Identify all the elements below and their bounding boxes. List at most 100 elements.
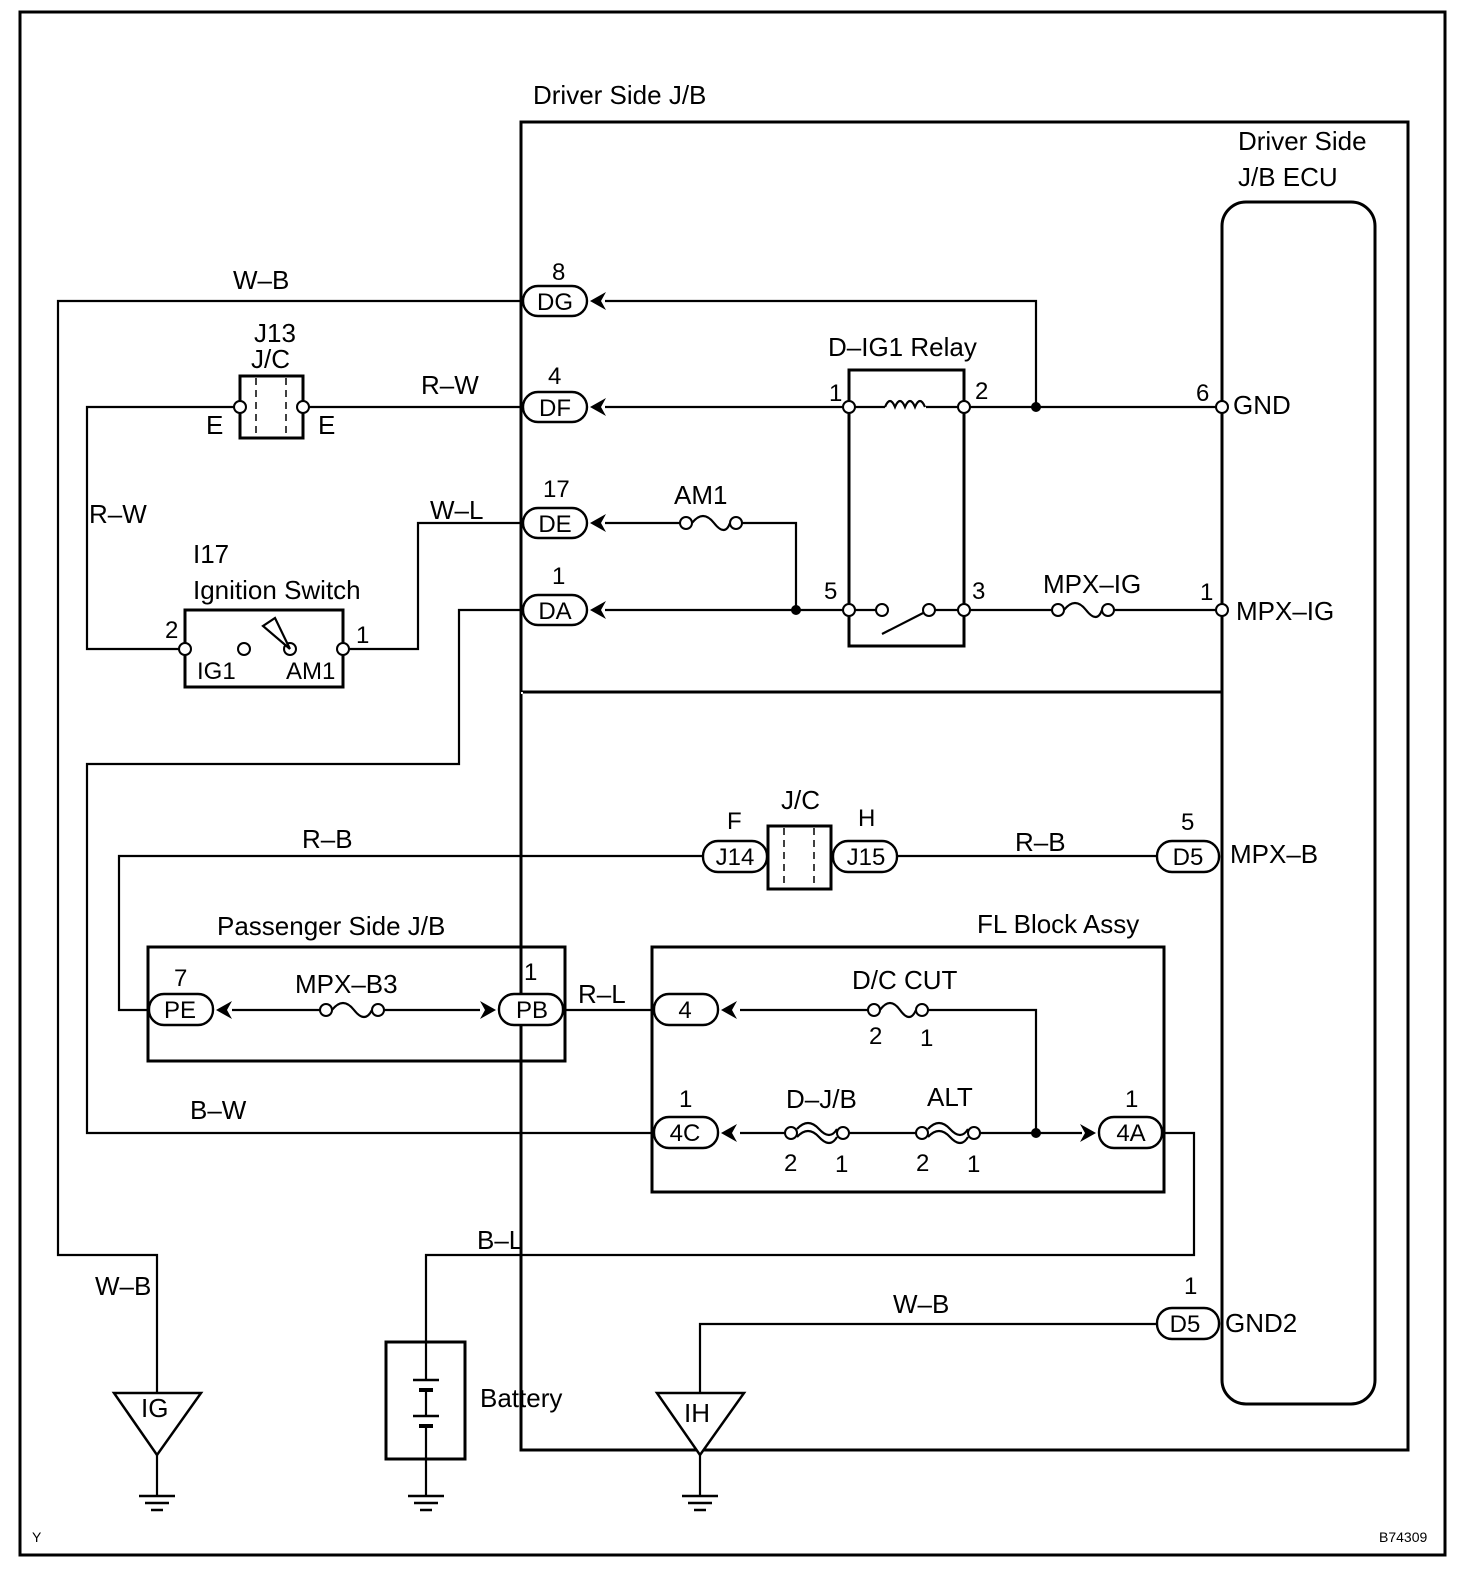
alt-fusible-link-icon <box>915 1121 981 1145</box>
connector-fl-4-label: 4 <box>678 997 691 1024</box>
jc-junction-label: J/C <box>781 785 820 815</box>
connector-j15 <box>831 839 899 874</box>
connector-pe-label: PE <box>164 997 196 1024</box>
dc-cut-fuse-icon <box>867 1001 929 1019</box>
ecu-gnd-pin: 6 <box>1196 380 1209 407</box>
connector-arrow-icon <box>590 292 606 310</box>
fuse-label-alt: ALT <box>927 1082 973 1112</box>
ecu-box <box>1220 200 1377 1406</box>
battery-label: Battery <box>480 1383 562 1413</box>
fuse-alt-pin-2: 2 <box>916 1150 929 1177</box>
j13-pin-left: E <box>206 410 223 440</box>
ecu-mpx-b-label: MPX–B <box>1230 839 1318 869</box>
ecu-gnd-label: GND <box>1233 390 1291 420</box>
connector-de <box>521 506 589 540</box>
connector-pe-pin: 7 <box>174 965 187 992</box>
connector-dg <box>521 284 589 318</box>
connector-de-pin: 17 <box>543 476 570 503</box>
ignition-pin-2: 2 <box>165 617 178 644</box>
fl-block-assy-box <box>650 945 1166 1194</box>
connector-da <box>521 593 589 627</box>
wire-label-rl: R–L <box>578 979 626 1009</box>
connector-dg-label: DG <box>537 289 573 316</box>
ignition-key-icon <box>261 616 291 650</box>
relay-pin-3: 3 <box>972 578 985 605</box>
wire-label-bl: B–L <box>477 1225 523 1255</box>
junction-dot <box>1031 402 1041 412</box>
jc-junction-box <box>766 824 833 891</box>
fuse-label-am1: AM1 <box>674 480 727 510</box>
relay-pin-5: 5 <box>824 578 837 605</box>
footer-code: B74309 <box>1379 1529 1427 1545</box>
connector-pb <box>497 992 565 1027</box>
connector-4a-pin: 1 <box>1125 1086 1138 1113</box>
connector-d5-gnd2-pin: 1 <box>1184 1273 1197 1300</box>
wire-label-wb-top: W–B <box>233 265 289 295</box>
fuse-alt-pin-1: 1 <box>967 1151 980 1178</box>
mpx-ig-fuse-icon <box>1051 601 1115 619</box>
connector-de-label: DE <box>538 511 571 538</box>
ignition-switch-id: I17 <box>193 539 229 569</box>
connector-arrow-icon <box>721 1001 737 1019</box>
connector-arrow-icon <box>721 1124 737 1142</box>
wires <box>56 299 1222 1393</box>
ecu-gnd2-label: GND2 <box>1225 1308 1297 1338</box>
connector-4a-label: 4A <box>1116 1120 1145 1147</box>
connector-df-label: DF <box>539 395 571 422</box>
driver-side-jb-label: Driver Side J/B <box>533 80 706 110</box>
j13-id: J13 <box>254 318 296 348</box>
connector-dg-pin: 8 <box>552 259 565 286</box>
ignition-switch-label: Ignition Switch <box>193 575 361 605</box>
connector-d5-mpxb-pin: 5 <box>1181 809 1194 836</box>
fuse-label-dc-cut: D/C CUT <box>852 965 958 995</box>
am1-fuse-icon <box>679 514 743 532</box>
fuse-dc-cut-pin-1: 1 <box>920 1025 933 1052</box>
fuse-d-jb-pin-1: 1 <box>835 1151 848 1178</box>
battery-icon <box>384 1340 467 1512</box>
relay-pin-1: 1 <box>829 380 842 407</box>
junction-dot <box>1031 1128 1041 1138</box>
relay-pin-2: 2 <box>975 378 988 405</box>
d-jb-fusible-link-icon <box>784 1121 850 1145</box>
connector-j14-label: J14 <box>716 844 755 871</box>
wire-label-rb-right: R–B <box>1015 827 1066 857</box>
ecu-label-line1: Driver Side <box>1238 126 1367 156</box>
connector-fl-4 <box>652 992 720 1027</box>
fuse-label-mpx-ig: MPX–IG <box>1043 569 1141 599</box>
connector-da-pin: 1 <box>552 563 565 590</box>
mpx-b3-fuse-icon <box>319 1001 385 1019</box>
wire-label-wb-bottom: W–B <box>893 1289 949 1319</box>
connector-df-pin: 4 <box>548 363 561 390</box>
connector-arrow-icon <box>1080 1124 1096 1142</box>
ignition-term-am1: AM1 <box>286 658 335 685</box>
d-ig1-relay-label: D–IG1 Relay <box>828 332 977 362</box>
j13-pin-right: E <box>318 410 335 440</box>
fuse-label-d-jb: D–J/B <box>786 1084 857 1114</box>
wire-label-wl: W–L <box>430 495 483 525</box>
junction-dot <box>791 605 801 615</box>
ignition-term-ig1: IG1 <box>197 658 236 685</box>
fuse-dc-cut-pin-2: 2 <box>869 1023 882 1050</box>
wire-label-bw: B–W <box>190 1095 247 1125</box>
connector-arrow-icon <box>590 514 606 532</box>
connector-d5-gnd2 <box>1155 1306 1221 1341</box>
ecu-label-line2: J/B ECU <box>1238 162 1338 192</box>
connector-4c <box>652 1115 720 1150</box>
page-frame <box>18 10 1447 1557</box>
fuse-label-mpx-b3: MPX–B3 <box>295 969 398 999</box>
connector-da-label: DA <box>538 598 571 625</box>
fuse-d-jb-pin-2: 2 <box>784 1150 797 1177</box>
ground-ig-icon <box>111 1391 204 1512</box>
connector-j15-pin: H <box>858 805 875 832</box>
connector-j14 <box>701 839 769 874</box>
connector-j15-label: J15 <box>847 844 886 871</box>
connector-df <box>521 390 589 424</box>
passenger-side-jb-box <box>146 945 567 1063</box>
wire-label-rw-left: R–W <box>89 499 147 529</box>
connector-arrow-icon <box>480 1001 496 1019</box>
connector-4c-label: 4C <box>670 1120 701 1147</box>
ground-ih-label: IH <box>684 1398 710 1428</box>
connector-pb-pin: 1 <box>524 959 537 986</box>
d-ig1-relay-box <box>847 368 966 648</box>
ground-ih-icon <box>654 1391 747 1512</box>
